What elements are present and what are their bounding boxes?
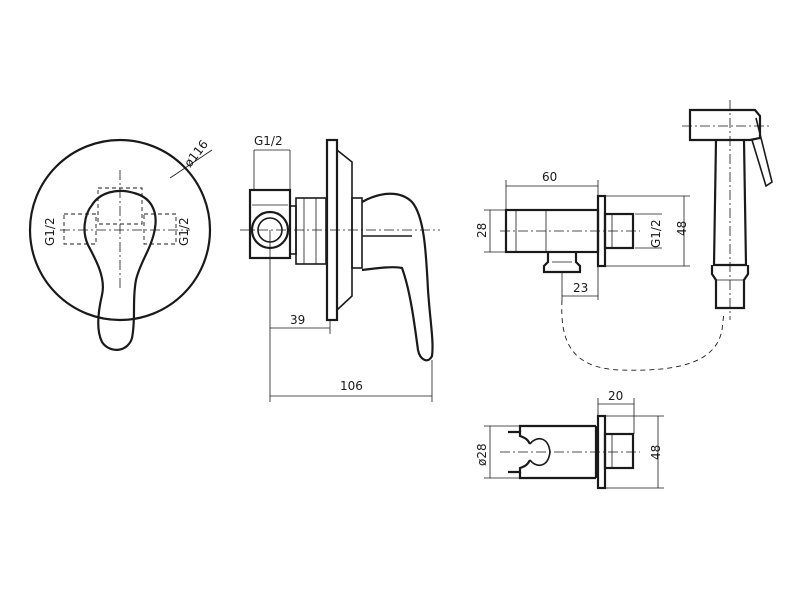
front-thread-right: G1/2 — [177, 217, 191, 246]
front-thread-left: G1/2 — [43, 217, 57, 246]
holder-width-label: 20 — [608, 389, 623, 403]
holder-view: 20 ø28 48 — [475, 389, 664, 490]
spray-view — [682, 100, 773, 320]
outlet-height-label: 28 — [475, 223, 489, 238]
outlet-thread-label: G1/2 — [649, 219, 663, 248]
side-view: G1/2 39 106 — [240, 134, 440, 402]
front-view: G1/2 G1/2 ø116 — [28, 137, 213, 351]
cover-plate-circle — [28, 138, 212, 322]
handle-outline — [83, 189, 157, 351]
outlet-overall-height-label: 48 — [675, 221, 689, 236]
holder-height-label: 48 — [649, 445, 663, 460]
outlet-view: 60 28 G1/2 48 23 — [475, 170, 725, 371]
outlet-width-label: 60 — [542, 170, 557, 184]
side-depth-label: 39 — [290, 313, 305, 327]
side-thread-label: G1/2 — [254, 134, 283, 148]
outlet-offset-label: 23 — [573, 281, 588, 295]
hose-dashed — [561, 299, 725, 371]
holder-diameter-label: ø28 — [475, 443, 489, 466]
side-total-label: 106 — [340, 379, 363, 393]
